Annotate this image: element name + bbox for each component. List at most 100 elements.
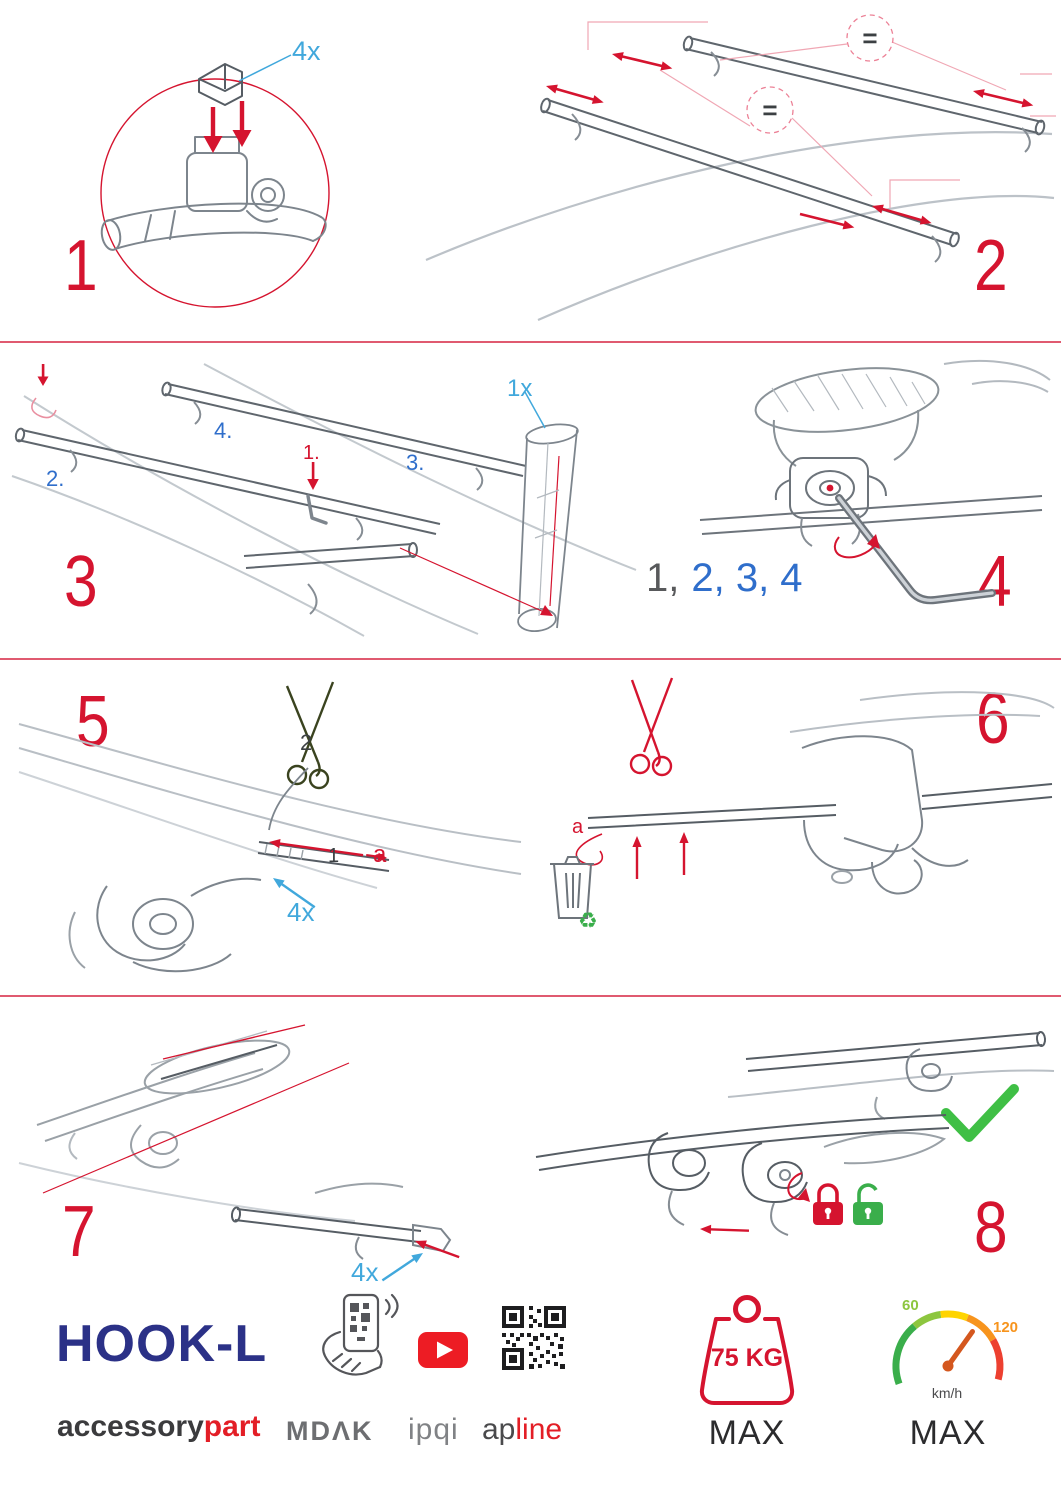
dimension-lines [587, 21, 1056, 208]
logo-apline-red: line [515, 1413, 563, 1446]
step-1-number: 1 [64, 226, 98, 306]
strap-sketch [268, 767, 309, 831]
crossbars-sketch [540, 35, 1046, 248]
step-7-number: 7 [62, 1192, 96, 1272]
step-5-number: 5 [76, 682, 110, 762]
slide-arrow-icons [546, 52, 1034, 230]
weight-limit-label: 75 KG [710, 1344, 784, 1372]
foot-sketch [801, 735, 1053, 895]
step-5-qty-label: 4x [287, 897, 315, 927]
roof-sketch [11, 363, 637, 637]
front-bar-sketch [243, 542, 418, 569]
sequence-rest: 2, 3, 4 [691, 556, 803, 600]
step-3-order-3: 3. [406, 450, 425, 475]
scissors-icon [285, 681, 335, 790]
step4-illustration [699, 359, 1051, 605]
step-2-number: 2 [974, 226, 1008, 306]
strip-in-channel-line [162, 1024, 306, 1060]
step7-illustration [18, 1024, 460, 1282]
speed-max-value-label: 120 [993, 1319, 1019, 1336]
tool-arrow-icon [307, 462, 319, 490]
allen-key-icon [835, 494, 996, 605]
equal-spacing-callout-icons [746, 14, 894, 134]
slide-arrow-icon [700, 1224, 750, 1234]
alignment-line [42, 1062, 350, 1194]
logo-mdak: MDΛK [286, 1416, 374, 1446]
qty-arrow-icon [381, 1253, 423, 1282]
logo-ipqi: ipqi [408, 1413, 459, 1446]
clamp-feet-sketch [571, 51, 1031, 263]
clamp-feet-sketch [69, 401, 484, 615]
step-4-number: 4 [978, 542, 1012, 622]
phone-scan-icon [322, 1293, 399, 1376]
qty-leader-line [524, 391, 546, 429]
magnifier-circle-icon [100, 78, 330, 308]
rail-opening-sketch [18, 1030, 356, 1222]
step2-illustration [425, 14, 1056, 322]
step-3-qty-label: 1x [507, 375, 533, 402]
attach-arrow-icon [415, 1240, 460, 1259]
speed-min-label: 60 [902, 1297, 919, 1314]
bar-endcap-sketch [230, 1182, 452, 1260]
insert-arrow-icons [203, 101, 252, 153]
step-8-number: 8 [974, 1188, 1008, 1268]
step6-illustration: ♻ [550, 677, 1055, 934]
speedometer-icon [892, 1310, 1004, 1385]
crossbars-sketch [14, 381, 527, 535]
step-5-cut-label: 2 [300, 730, 313, 755]
brand-logo-red: part [203, 1410, 261, 1443]
section-divider-3 [0, 995, 1061, 997]
cover-leader-arrow [399, 547, 553, 616]
trash-icon [550, 856, 594, 919]
logo-apline-gray: ap [482, 1413, 516, 1446]
strap-sketch [587, 804, 837, 829]
bracket-piece-sketch [198, 63, 243, 106]
check-icon [941, 1084, 1019, 1142]
rotate-arrow-icon [787, 1172, 810, 1202]
brand-logo: accessorypart [57, 1412, 260, 1442]
hex-key-icon [306, 494, 328, 525]
cut-strip-sketch [575, 833, 604, 866]
step-3-order-4: 4. [214, 418, 233, 443]
insert-arrow-icons [632, 832, 689, 879]
section-divider-2 [0, 658, 1061, 660]
equal-mark-top: = [862, 23, 878, 53]
padlock-open-icon [853, 1183, 883, 1225]
step-6-ref-a-label: a [572, 816, 584, 838]
strap-ghost-sketch [31, 397, 57, 419]
step8-illustration [535, 1031, 1055, 1236]
qty-arrow-icon [273, 878, 316, 909]
step-3-number: 3 [64, 542, 98, 622]
section-divider-1 [0, 341, 1061, 343]
scissors-icon [629, 677, 674, 777]
step5-illustration [18, 681, 522, 973]
clamp-sketch [699, 457, 1043, 547]
lock-adjust-sketch [535, 1114, 950, 1236]
pull-arrow-icon [269, 838, 387, 861]
step-5-ref-a-label: a [373, 841, 387, 868]
top-bar-sketch [727, 1031, 1055, 1120]
step-7-qty-label: 4x [351, 1257, 379, 1287]
needle [945, 1329, 975, 1369]
roof-rails-sketch [425, 131, 1055, 322]
equal-mark-mid: = [762, 95, 778, 125]
roof-sketch [789, 691, 1055, 733]
step1-illustration [100, 54, 330, 308]
clamp-sketch [68, 877, 262, 973]
strip-sketch [257, 841, 390, 872]
qr-code-icon [502, 1306, 566, 1370]
step-1-qty-label: 4x [292, 36, 321, 66]
qty-leader-line [238, 54, 292, 82]
recycle-icon: ♻ [578, 909, 598, 934]
cover-sleeve-sketch [517, 423, 579, 633]
youtube-icon [418, 1332, 468, 1368]
step-4-sequence: 1,2, 3, 4 [646, 558, 803, 598]
bar-top-view-sketch [754, 359, 1051, 467]
step-3-order-1: 1. [303, 442, 320, 464]
weight-icon [699, 1295, 795, 1405]
sequence-first: 1, [646, 556, 680, 600]
step-3-order-2: 2. [46, 466, 65, 491]
start-arrow-icon [37, 364, 49, 386]
brand-logo-gray: accessory [57, 1410, 204, 1443]
